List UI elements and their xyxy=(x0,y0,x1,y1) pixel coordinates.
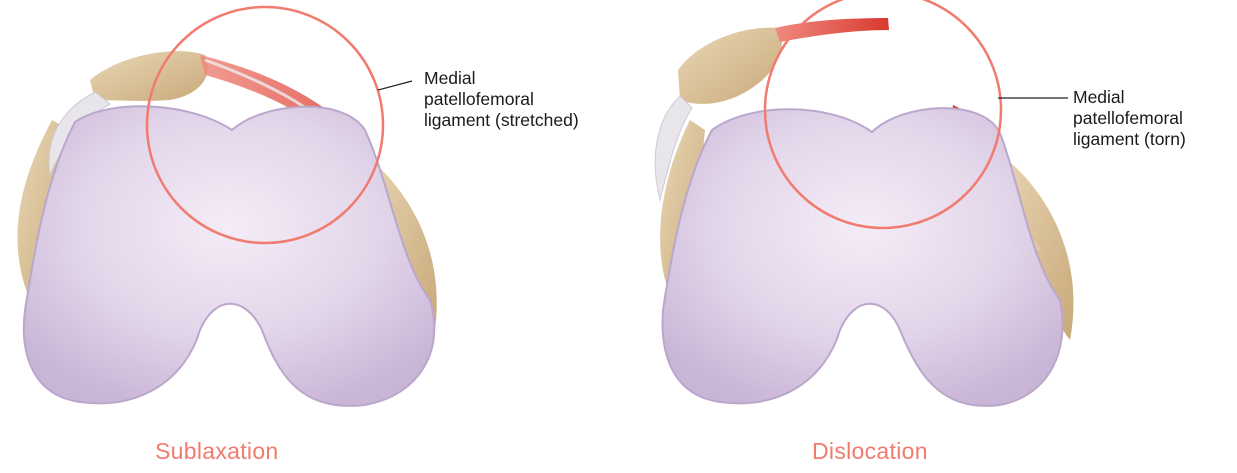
sublaxation-illustration xyxy=(17,7,436,406)
mpfl-torn-upper xyxy=(775,18,889,42)
label-line: Medial xyxy=(1073,87,1186,108)
femoral-trochlea-2 xyxy=(663,108,1063,406)
leader-line-left xyxy=(378,81,412,90)
ligament-label-torn: Medial patellofemoral ligament (torn) xyxy=(1073,87,1186,150)
label-line: ligament (stretched) xyxy=(424,110,579,131)
patella xyxy=(90,51,208,101)
caption-sublaxation: Sublaxation xyxy=(155,438,279,465)
label-line: patellofemoral xyxy=(1073,108,1186,129)
label-line: Medial xyxy=(424,68,579,89)
dislocation-illustration xyxy=(655,0,1073,406)
label-line: patellofemoral xyxy=(424,89,579,110)
ligament-label-stretched: Medial patellofemoral ligament (stretche… xyxy=(424,68,579,131)
caption-dislocation: Dislocation xyxy=(812,438,928,465)
label-line: ligament (torn) xyxy=(1073,129,1186,150)
femoral-trochlea xyxy=(24,106,434,406)
